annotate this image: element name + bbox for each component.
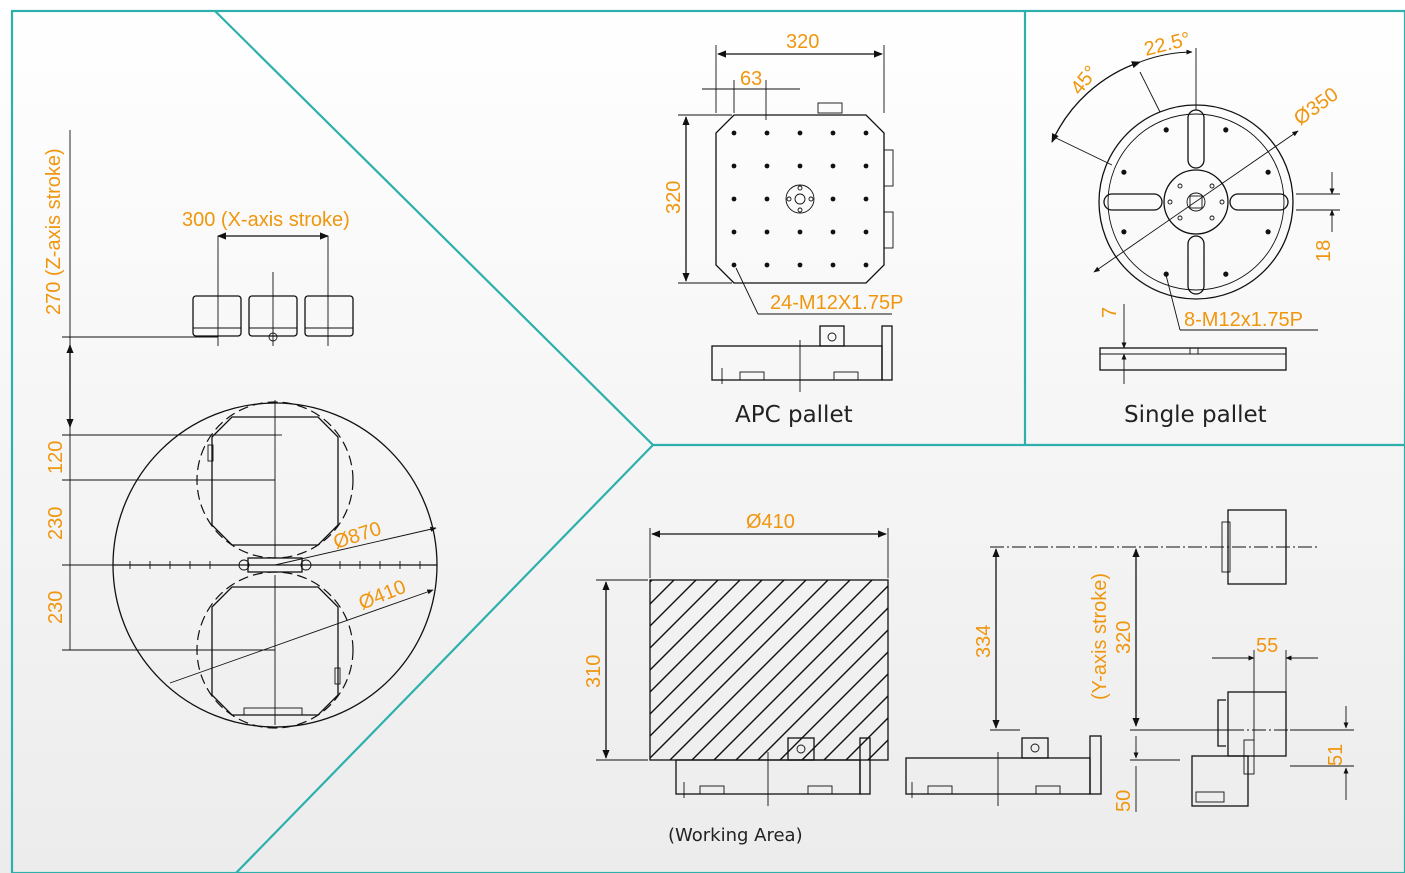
- apc-hole: [764, 262, 770, 268]
- single-bolt-hole: [1163, 127, 1169, 133]
- apc-hole: [731, 196, 737, 202]
- apc-hole: [830, 196, 836, 202]
- apc-pallet-caption: APC pallet: [735, 402, 853, 428]
- dim-230-top: 230: [45, 507, 67, 540]
- hatch-line: [757, 629, 888, 760]
- dim-7-label: 7: [1099, 307, 1121, 318]
- apc-pitch-label: 63: [740, 68, 762, 90]
- apc-hole: [830, 262, 836, 268]
- single-thread-label: 8-M12x1.75P: [1184, 309, 1303, 331]
- apc-hole: [764, 130, 770, 136]
- apc-hole: [863, 130, 869, 136]
- single-bolt-hole: [1265, 229, 1271, 235]
- apc-hole: [830, 130, 836, 136]
- apc-height-label: 320: [663, 181, 685, 214]
- hatch-line: [650, 580, 807, 737]
- apc-hole: [830, 163, 836, 169]
- single-bolt-hole: [1223, 127, 1229, 133]
- single-bolt-hole: [1223, 271, 1229, 277]
- working-area-view: (Working Area): [583, 509, 1354, 846]
- apc-pallet-view: 24-M12X1.75P 320 63 320 APC pallet: [663, 31, 903, 428]
- apc-hole: [797, 130, 803, 136]
- apc-hole: [764, 196, 770, 202]
- y-stroke-label: (Y-axis stroke): [1089, 573, 1111, 700]
- single-bolt-hole: [1121, 229, 1127, 235]
- hatch-line: [801, 673, 888, 760]
- apc-hole: [863, 163, 869, 169]
- z-stroke-label: 270 (Z-axis stroke): [43, 148, 65, 315]
- apc-hole: [731, 229, 737, 235]
- hatch-line: [650, 580, 697, 627]
- hatch-line: [779, 651, 888, 760]
- working-area-caption: (Working Area): [668, 825, 803, 846]
- left-layout-view: 300 (X-axis stroke) 270 (Z-axis stroke) …: [43, 130, 438, 729]
- dim-55-label: 55: [1256, 635, 1278, 657]
- dim-230-bottom: 230: [45, 591, 67, 624]
- hatch-line: [713, 585, 888, 760]
- working-area-hatch: [650, 580, 888, 760]
- x-stroke-label: 300 (X-axis stroke): [182, 209, 350, 231]
- work-dia-410-label: Ø410: [746, 511, 795, 533]
- hatch-line: [845, 717, 888, 760]
- apc-hole: [863, 229, 869, 235]
- dim-51-label: 51: [1325, 744, 1347, 766]
- apc-hole: [797, 262, 803, 268]
- hatch-line: [650, 580, 785, 715]
- work-height-310-label: 310: [583, 655, 605, 688]
- apc-hole: [731, 262, 737, 268]
- apc-width-label: 320: [786, 31, 819, 53]
- apc-hole: [731, 163, 737, 169]
- hatch-line: [650, 580, 741, 671]
- panel-borders: [10, 9, 1405, 873]
- dim-50-label: 50: [1113, 790, 1135, 812]
- apc-hole: [830, 229, 836, 235]
- hatch-line: [691, 580, 873, 760]
- apc-hole: [764, 163, 770, 169]
- apc-hole: [863, 262, 869, 268]
- apc-hole-grid: [731, 130, 869, 268]
- single-bolt-hole: [1121, 169, 1127, 175]
- dim-120: 120: [45, 441, 67, 474]
- single-bolt-hole: [1163, 271, 1169, 277]
- hatch-line: [669, 580, 851, 760]
- dim-334-label: 334: [973, 625, 995, 658]
- hatch-line: [650, 580, 829, 759]
- slot-18-label: 18: [1313, 240, 1335, 262]
- hatch-line: [650, 580, 719, 649]
- apc-thread-label: 24-M12X1.75P: [770, 292, 903, 314]
- apc-hole: [764, 229, 770, 235]
- hatch-line: [650, 580, 763, 693]
- apc-hole: [731, 130, 737, 136]
- hatch-line: [823, 695, 888, 760]
- dim-320-label: 320: [1113, 621, 1135, 654]
- hatch-line: [735, 607, 888, 760]
- single-bolt-hole: [1265, 169, 1271, 175]
- apc-hole: [863, 196, 869, 202]
- single-pallet-caption: Single pallet: [1124, 402, 1267, 428]
- apc-hole: [797, 163, 803, 169]
- apc-hole: [797, 229, 803, 235]
